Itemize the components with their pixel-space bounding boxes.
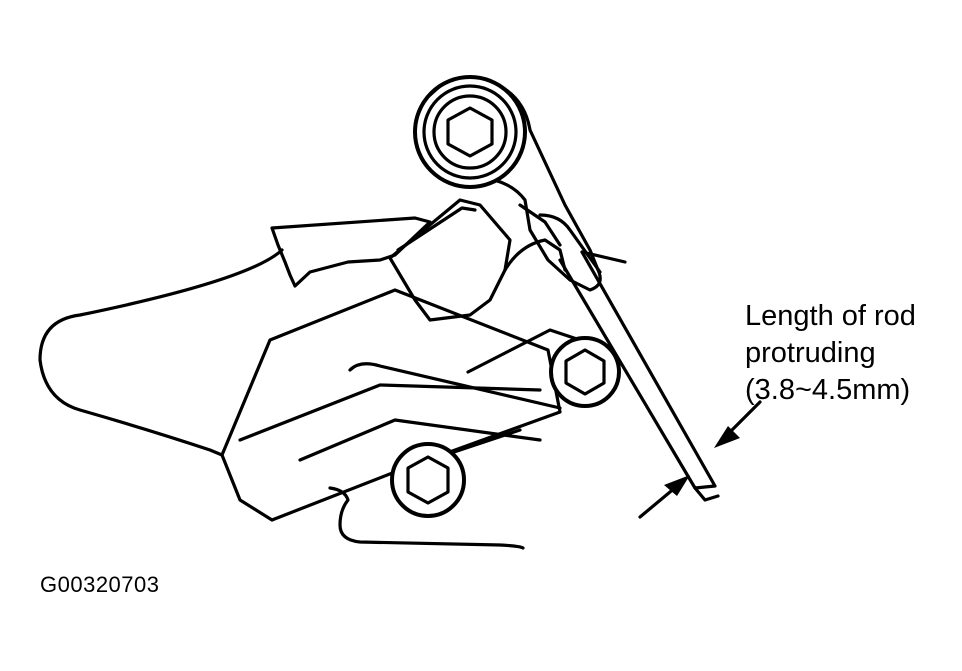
middle-bolt-head xyxy=(564,348,606,396)
tensioner-neck xyxy=(503,238,567,272)
housing-inner-ridge xyxy=(238,383,542,442)
lower-bolt-washer xyxy=(390,442,466,518)
tensioner-head-top xyxy=(396,206,477,252)
idler-pulley-outer xyxy=(413,75,527,189)
tensioner-rod xyxy=(558,250,717,490)
idler-pulley-hub xyxy=(432,94,508,170)
bracket-arm-back xyxy=(538,213,602,274)
rod-tip xyxy=(693,486,720,502)
tensioner-housing xyxy=(220,288,562,522)
measure-arrow-left-head xyxy=(664,475,690,496)
lower-bolt-head xyxy=(406,455,450,505)
housing-front-face xyxy=(466,328,582,374)
rod-length-callout: Length of rod protruding (3.8~4.5mm) xyxy=(745,298,916,409)
mounting-plate xyxy=(328,486,525,550)
measure-arrow-right-head xyxy=(714,426,740,448)
idler-notch xyxy=(428,84,442,97)
engine-casting xyxy=(270,216,432,288)
callout-line-3: (3.8~4.5mm) xyxy=(745,374,911,406)
callout-line-2: protruding xyxy=(745,337,876,369)
bracket-inner-edge xyxy=(518,203,562,247)
idler-bolt-head xyxy=(446,106,494,158)
casting-lower-edge xyxy=(38,248,284,457)
callout-line-1: Length of rod xyxy=(745,300,916,332)
idler-pulley-rim xyxy=(422,84,518,180)
housing-channel xyxy=(348,362,562,410)
tensioner-head xyxy=(388,198,512,322)
rod-upper-edge xyxy=(580,250,627,264)
figure-id: G00320703 xyxy=(40,572,160,597)
middle-bolt-washer xyxy=(549,336,621,408)
